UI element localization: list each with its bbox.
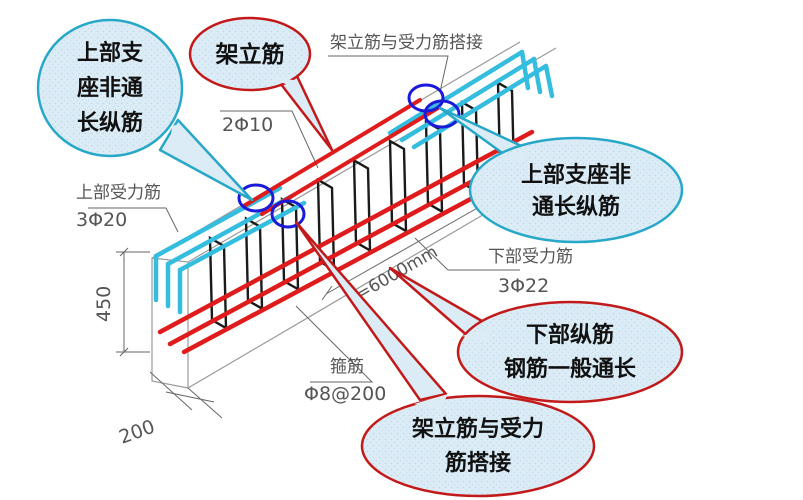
callout-bottom-bar-line1: 下部纵筋 — [526, 322, 614, 348]
stirrup-spec: Φ8@200 — [304, 383, 386, 405]
top-bar-spec: 3Φ20 — [76, 209, 127, 231]
callout-top-support-right: 上部支座非 通长纵筋 — [438, 106, 684, 244]
erection-spec: 2Φ10 — [222, 114, 273, 136]
callout-bottom-bar: 下部纵筋 钢筋一般通长 — [388, 266, 684, 404]
top-bar-label: 上部受力筋 — [76, 183, 161, 203]
dimension-lines — [88, 55, 520, 419]
callout-erection-bar: 架立筋 — [188, 16, 334, 152]
lap-marks — [237, 83, 461, 229]
callout-top-left-line3: 长纵筋 — [77, 110, 143, 136]
callout-top-right-line1: 上部支座非 — [521, 162, 631, 188]
callout-top-left-line1: 上部支 — [77, 40, 144, 66]
callout-top-left-line2: 座非通 — [77, 75, 143, 101]
callout-lap: 架立筋与受力 筋搭接 — [294, 220, 596, 498]
callout-top-right-line2: 通长纵筋 — [532, 194, 620, 220]
callout-top-support-left: 上部支 座非通 长纵筋 — [36, 18, 254, 202]
bottom-bar-label: 下部受力筋 — [488, 247, 573, 267]
callout-lap-line1: 架立筋与受力 — [412, 416, 544, 442]
top-support-bars-cyan — [153, 49, 555, 315]
width-dimension: 200 — [116, 416, 158, 449]
callout-lap-line2: 筋搭接 — [444, 450, 511, 476]
lap-top-label: 架立筋与受力筋搭接 — [330, 33, 483, 53]
bottom-bar-spec: 3Φ22 — [498, 275, 549, 297]
erection-bars-red — [242, 98, 440, 216]
lap-mark-circle — [270, 199, 306, 229]
callout-bottom-bar-line2: 钢筋一般通长 — [504, 356, 637, 382]
lap-mark-circle — [237, 183, 275, 213]
callout-erection-bar-text: 架立筋 — [216, 41, 285, 68]
lap-mark-circle — [423, 99, 461, 129]
height-dimension: 450 — [93, 286, 115, 322]
stirrup-label: 箍筋 — [330, 357, 364, 377]
